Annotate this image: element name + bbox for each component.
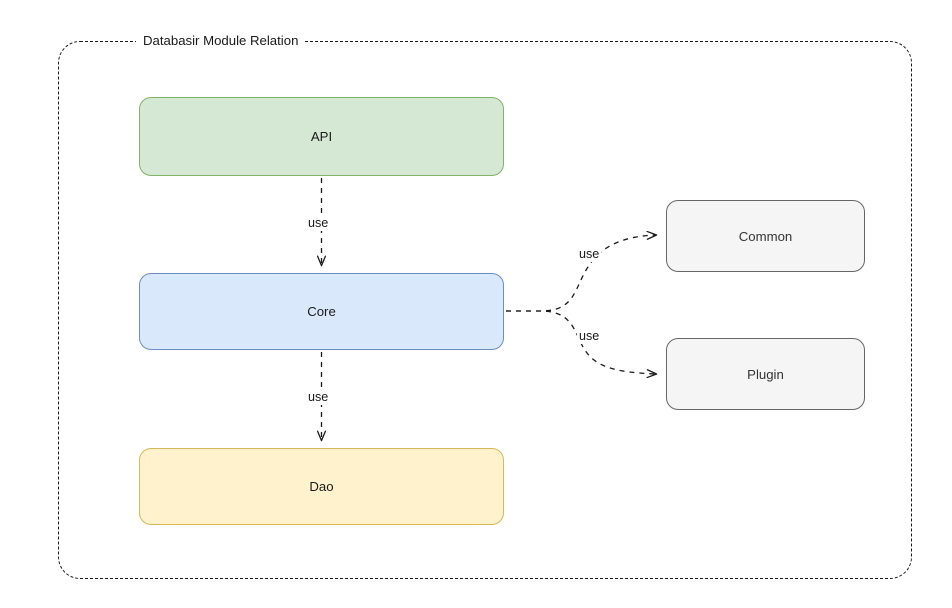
diagram-title: Databasir Module Relation — [136, 32, 306, 50]
node-core[interactable]: Core — [139, 273, 504, 350]
edge-label-core-plugin: use — [577, 329, 602, 344]
node-common-label: Common — [738, 228, 793, 244]
edge-label-api-core: use — [306, 216, 331, 231]
edge-label-core-dao: use — [306, 390, 331, 405]
module-group-frame — [58, 41, 912, 579]
node-dao[interactable]: Dao — [139, 448, 504, 525]
node-plugin[interactable]: Plugin — [666, 338, 865, 410]
node-plugin-label: Plugin — [747, 366, 784, 382]
edge-label-core-common: use — [577, 247, 602, 262]
node-core-label: Core — [307, 304, 336, 319]
node-dao-label: Dao — [309, 479, 334, 494]
node-api[interactable]: API — [139, 97, 504, 176]
node-api-label: API — [310, 129, 333, 144]
node-common[interactable]: Common — [666, 200, 865, 272]
